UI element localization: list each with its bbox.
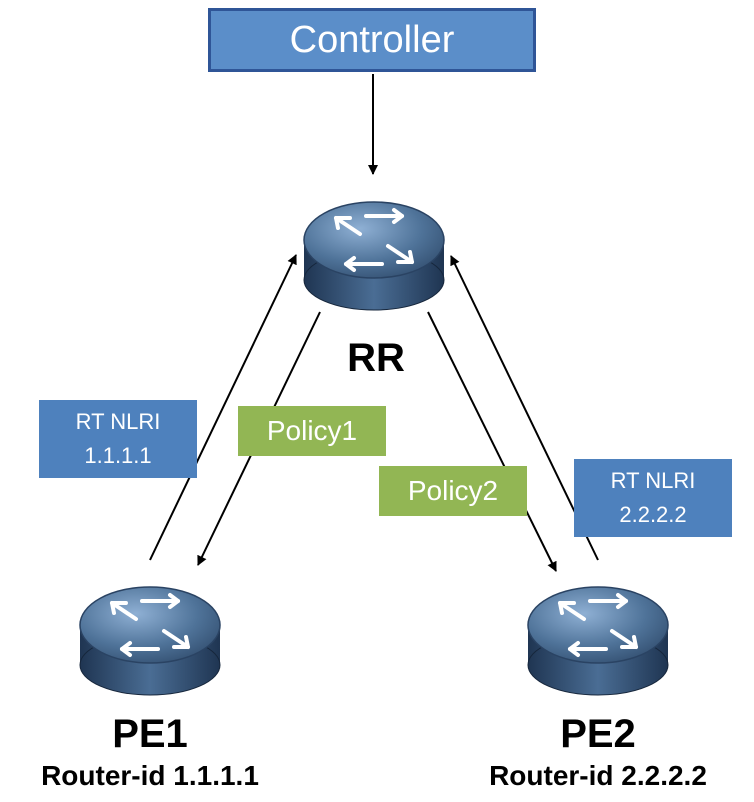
pe1-name: PE1	[112, 712, 188, 756]
pe2-router-icon	[526, 585, 670, 697]
pe2-router-id: Router-id 2.2.2.2	[489, 760, 707, 791]
rt-nlri-label-pe2: RT NLRI 2.2.2.2	[574, 459, 732, 537]
pe1-to-rr-arrow	[149, 254, 297, 561]
rt-nlri-label-pe1-line2: 1.1.1.1	[84, 443, 152, 468]
rr-router-icon	[302, 200, 446, 312]
rt-nlri-label-pe1-line1: RT NLRI	[75, 409, 161, 434]
policy2-label: Policy2	[379, 466, 527, 516]
controller-box: Controller	[208, 8, 536, 72]
rt-nlri-label-pe1: RT NLRI 1.1.1.1	[39, 400, 197, 478]
rr-name: RR	[347, 336, 405, 380]
pe1-router-icon	[78, 585, 222, 697]
rt-nlri-label-pe2-line2: 2.2.2.2	[619, 502, 687, 527]
pe2-name: PE2	[560, 712, 636, 756]
pe2-to-rr-arrow	[450, 255, 599, 561]
policy1-text: Policy1	[266, 415, 358, 446]
rr-to-pe2-arrow	[427, 311, 557, 572]
policy2-text: Policy2	[407, 475, 499, 506]
rt-nlri-label-pe2-line1: RT NLRI	[610, 468, 696, 493]
policy1-label: Policy1	[238, 406, 386, 456]
pe1-router-id: Router-id 1.1.1.1	[41, 760, 259, 791]
controller-label: Controller	[289, 18, 455, 61]
